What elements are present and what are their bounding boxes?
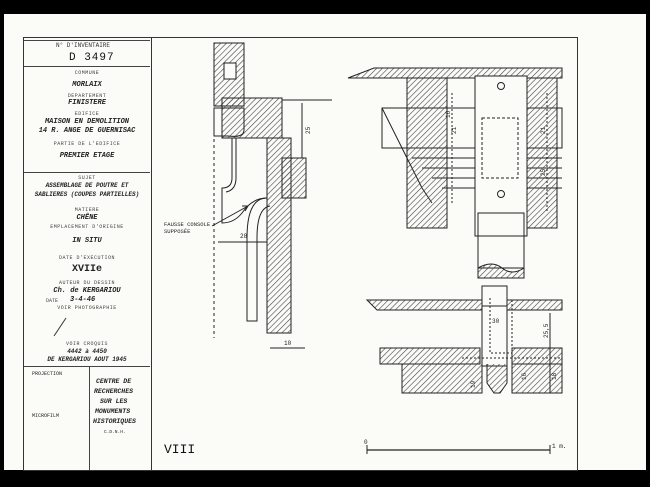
dimension-label: 30 <box>492 318 500 325</box>
cnmh-label: C.D.N.H. <box>104 430 126 435</box>
plate-number: VIII <box>164 442 196 457</box>
date-value: 3-4-46 <box>70 296 96 304</box>
auteur-label: AUTEUR DU DESSIN <box>58 280 115 286</box>
photo-label: VOIR PHOTOGRAPHIE <box>57 305 117 311</box>
emplacement-value: IN SITU <box>72 237 102 245</box>
microfilm-label: MICROFILM <box>32 413 60 419</box>
drawing-frame: N° D'INVENTAIRE D 3497 COMMUNE MORLAIX D… <box>23 37 578 471</box>
dimension-label: 21 <box>540 126 547 134</box>
centre-line-3: SUR LES <box>100 398 128 405</box>
side-section: 28 25 10 FAUSSE CONSOLE SUPPOSÉE <box>164 42 332 349</box>
departement-label: DEPARTEMENT <box>67 93 107 99</box>
centre-line-2: RECHERCHES <box>94 388 134 395</box>
partie-label: PARTIE DE L'EDIFICE <box>53 141 121 147</box>
console-label-1: FAUSSE CONSOLE <box>164 221 211 228</box>
centre-line-1: CENTRE DE <box>96 378 132 385</box>
commune-value: MORLAIX <box>72 81 102 89</box>
matiere-label: MATIERE <box>74 207 100 213</box>
auteur-value: Ch. de KERGARIOU <box>53 287 121 295</box>
centre-line-4: MONUMENTS <box>95 408 131 415</box>
scale-bar: 0 1 m. <box>364 439 566 454</box>
projection-label: PROJECTION <box>32 371 63 377</box>
dimension-label: 16 <box>445 110 452 118</box>
edifice-line-2: 14 R. ANGE DE GUERNISAC <box>38 127 136 135</box>
technical-drawing: 28 25 10 FAUSSE CONSOLE SUPPOSÉE <box>164 42 566 454</box>
check-mark <box>53 317 67 337</box>
croquis-label: VOIR CROQUIS <box>65 341 108 347</box>
centre-box: CENTRE DE RECHERCHES SUR LES MONUMENTS H… <box>90 366 150 470</box>
inventory-number: D 3497 <box>69 52 115 64</box>
divider <box>24 66 150 67</box>
date-execution-label: DATE D'EXECUTION <box>58 255 115 261</box>
divider <box>24 366 150 367</box>
emplacement-label: EMPLACEMENT D'ORIGINE <box>50 224 124 230</box>
dimension-label: 25 <box>540 168 547 176</box>
partie-value: PREMIER ETAGE <box>59 152 115 160</box>
matiere-value: CHÊNE <box>76 214 98 222</box>
front-elevation-upper: 16 21 21 25 <box>347 67 563 279</box>
date-label: DATE <box>46 298 59 304</box>
dimension-label: 10 <box>284 340 292 347</box>
dimension-label: 19 <box>470 380 477 388</box>
projection-box: PROJECTION MICROFILM <box>24 366 90 470</box>
commune-label: COMMUNE <box>74 70 100 76</box>
edifice-line-1: MAISON EN DEMOLITION <box>44 118 129 126</box>
divider <box>24 40 150 41</box>
croquis-value: 4442 à 4450 <box>67 348 107 355</box>
sujet-label: SUJET <box>78 175 96 181</box>
sujet-line-2: SABLIERES (COUPES PARTIELLES) <box>34 191 140 198</box>
document-sheet: N° D'INVENTAIRE D 3497 COMMUNE MORLAIX D… <box>4 14 646 471</box>
dimension-label: 25 <box>305 126 312 134</box>
front-elevation-lower: 30 25,5 19 16 18 <box>365 285 563 394</box>
dimension-label: 28 <box>240 233 248 240</box>
dimension-label: 21 <box>451 126 458 134</box>
date-execution-value: XVIIe <box>71 264 102 275</box>
inventory-label: N° D'INVENTAIRE <box>56 42 111 49</box>
scale-unit: 1 m. <box>552 443 566 450</box>
dimension-label: 16 <box>521 372 528 380</box>
croquis-signature: DE KERGARIOU AOUT 1945 <box>47 356 127 363</box>
divider <box>24 172 150 173</box>
scale-start: 0 <box>364 439 368 446</box>
dimension-label: 25,5 <box>543 323 550 338</box>
info-panel: N° D'INVENTAIRE D 3497 COMMUNE MORLAIX D… <box>24 38 152 470</box>
edifice-label: EDIFICE <box>74 111 100 117</box>
sujet-line-1: ASSEMBLAGE DE POUTRE ET <box>45 182 129 189</box>
centre-line-5: HISTORIQUES <box>93 418 136 425</box>
departement-value: FINISTERE <box>68 99 106 107</box>
console-label-2: SUPPOSÉE <box>164 228 191 235</box>
dimension-label: 18 <box>551 372 558 380</box>
